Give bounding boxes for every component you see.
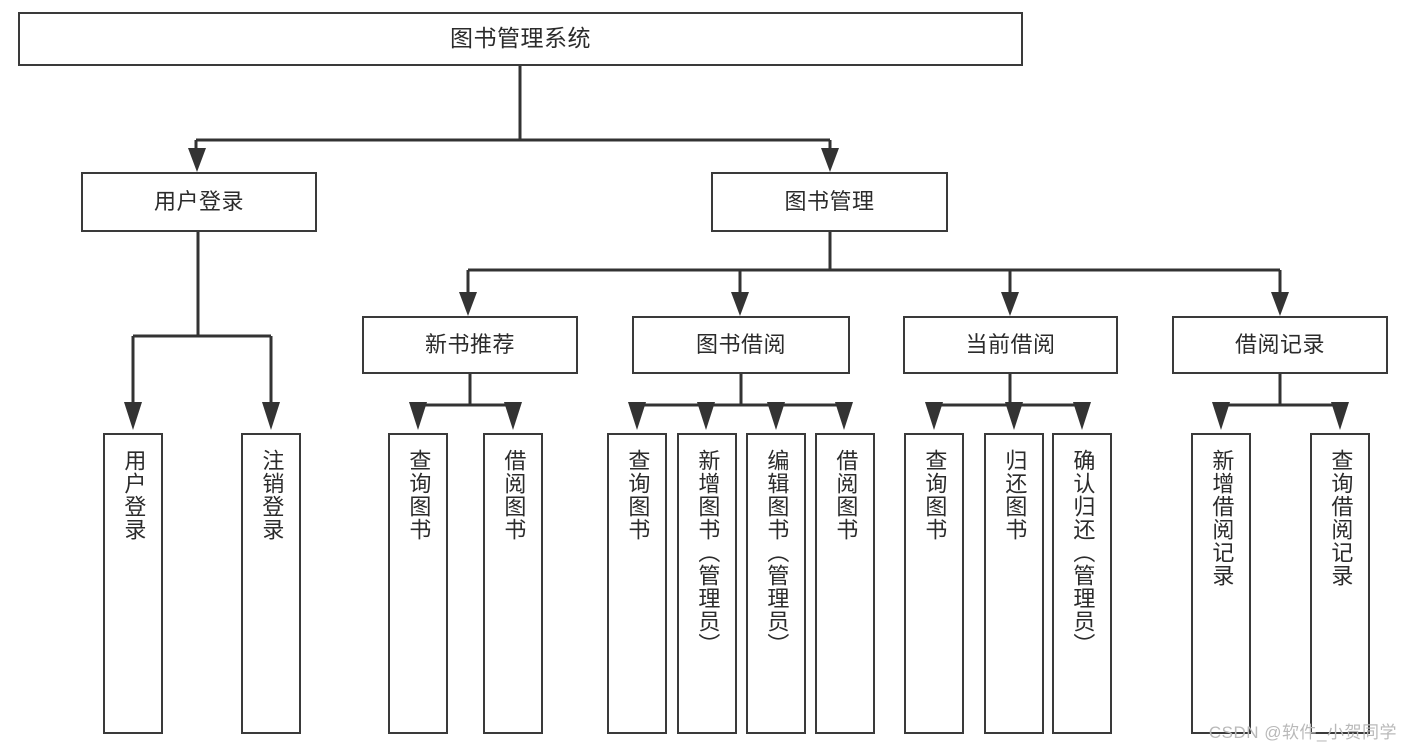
arrow-leaf-query-book-3: [925, 402, 943, 430]
node-root-label: 图书管理系统: [450, 25, 591, 52]
node-leaf-query-record-label: 查询借阅记录: [1328, 449, 1354, 587]
arrow-user-login: [188, 148, 206, 172]
node-user-login-label: 用户登录: [153, 189, 244, 215]
arrow-leaf-confirm-return: [1073, 402, 1091, 430]
node-book-borrow-label: 图书借阅: [695, 332, 786, 358]
arrow-leaf-add-record: [1212, 402, 1230, 430]
arrow-book-borrow: [731, 292, 749, 316]
node-book-borrow[interactable]: 图书借阅: [632, 316, 850, 374]
arrow-new-book-recommend: [459, 292, 477, 316]
node-leaf-borrow-book-2[interactable]: 借阅图书: [815, 433, 875, 734]
arrow-leaf-user-login: [124, 402, 142, 430]
node-leaf-add-record-label: 新增借阅记录: [1209, 449, 1235, 587]
arrow-leaf-add-book: [697, 402, 715, 430]
node-leaf-return-book-label: 归还图书: [1002, 449, 1028, 541]
arrow-leaf-borrow-book-2: [835, 402, 853, 430]
node-leaf-edit-book-label: 编辑图书（管理员）: [764, 449, 790, 656]
node-leaf-query-book-3-label: 查询图书: [922, 449, 948, 541]
node-new-book-recommend-label: 新书推荐: [424, 332, 515, 358]
node-leaf-query-book-1[interactable]: 查询图书: [388, 433, 448, 734]
node-leaf-confirm-return[interactable]: 确认归还（管理员）: [1052, 433, 1112, 734]
node-leaf-borrow-book-1-label: 借阅图书: [501, 449, 527, 541]
arrow-leaf-query-book-2: [628, 402, 646, 430]
arrow-leaf-borrow-book-1: [504, 402, 522, 430]
node-leaf-edit-book[interactable]: 编辑图书（管理员）: [746, 433, 806, 734]
node-user-login[interactable]: 用户登录: [81, 172, 317, 232]
node-leaf-borrow-book-1[interactable]: 借阅图书: [483, 433, 543, 734]
node-leaf-user-login-label: 用户登录: [121, 449, 147, 541]
node-leaf-add-book[interactable]: 新增图书（管理员）: [677, 433, 737, 734]
node-leaf-confirm-return-label: 确认归还（管理员）: [1070, 449, 1096, 656]
node-leaf-query-record[interactable]: 查询借阅记录: [1310, 433, 1370, 734]
node-book-manage[interactable]: 图书管理: [711, 172, 948, 232]
node-leaf-query-book-2-label: 查询图书: [625, 449, 651, 541]
node-leaf-logout-label: 注销登录: [259, 449, 285, 541]
node-new-book-recommend[interactable]: 新书推荐: [362, 316, 578, 374]
arrow-leaf-edit-book: [767, 402, 785, 430]
node-book-manage-label: 图书管理: [784, 189, 875, 215]
arrow-leaf-query-record: [1331, 402, 1349, 430]
node-leaf-add-record[interactable]: 新增借阅记录: [1191, 433, 1251, 734]
node-leaf-user-login[interactable]: 用户登录: [103, 433, 163, 734]
node-borrow-record[interactable]: 借阅记录: [1172, 316, 1388, 374]
node-root[interactable]: 图书管理系统: [18, 12, 1023, 66]
node-leaf-return-book[interactable]: 归还图书: [984, 433, 1044, 734]
node-current-borrow[interactable]: 当前借阅: [903, 316, 1118, 374]
arrow-book-manage: [821, 148, 839, 172]
watermark: CSDN @软件_小贺同学: [1208, 723, 1397, 742]
arrow-borrow-record: [1271, 292, 1289, 316]
node-current-borrow-label: 当前借阅: [965, 332, 1056, 358]
node-leaf-query-book-2[interactable]: 查询图书: [607, 433, 667, 734]
node-leaf-logout[interactable]: 注销登录: [241, 433, 301, 734]
arrow-current-borrow: [1001, 292, 1019, 316]
node-leaf-add-book-label: 新增图书（管理员）: [695, 449, 721, 656]
node-borrow-record-label: 借阅记录: [1234, 332, 1325, 358]
node-leaf-query-book-1-label: 查询图书: [406, 449, 432, 541]
node-leaf-borrow-book-2-label: 借阅图书: [833, 449, 859, 541]
arrow-leaf-logout: [262, 402, 280, 430]
arrow-leaf-query-book-1: [409, 402, 427, 430]
arrow-leaf-return-book: [1005, 402, 1023, 430]
node-leaf-query-book-3[interactable]: 查询图书: [904, 433, 964, 734]
